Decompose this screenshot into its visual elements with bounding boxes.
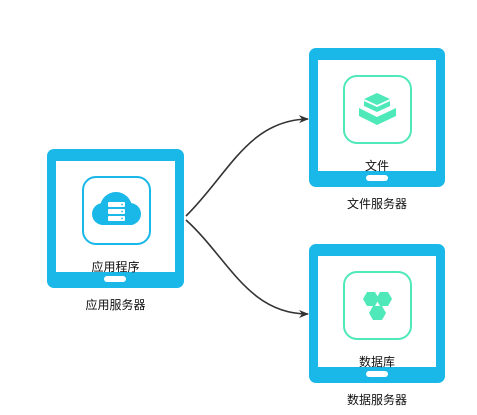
app-server-caption: 应用服务器 xyxy=(85,298,146,312)
file-server-device: 文件 xyxy=(309,48,445,187)
data-server-screen: 数据库 xyxy=(318,256,436,369)
file-home-button xyxy=(366,175,388,181)
cloud-server-icon xyxy=(82,176,151,245)
file-server-screen: 文件 xyxy=(318,60,436,173)
db-screen-label: 数据库 xyxy=(358,355,395,369)
hexagon-cluster-icon xyxy=(343,271,412,340)
file-screen-label: 文件 xyxy=(364,159,389,173)
layers-icon xyxy=(343,75,412,144)
data-server-caption: 数据服务器 xyxy=(346,393,407,407)
edge-app-to-db xyxy=(185,219,309,318)
app-screen-label: 应用程序 xyxy=(91,260,140,274)
edge-app-to-file xyxy=(185,115,309,217)
app-server-screen: 应用程序 xyxy=(56,161,175,274)
file-server-caption: 文件服务器 xyxy=(346,197,407,211)
db-home-button xyxy=(366,371,388,377)
app-home-button xyxy=(104,276,126,282)
data-server-device: 数据库 xyxy=(309,244,445,383)
app-server-device: 应用程序 xyxy=(47,149,184,288)
